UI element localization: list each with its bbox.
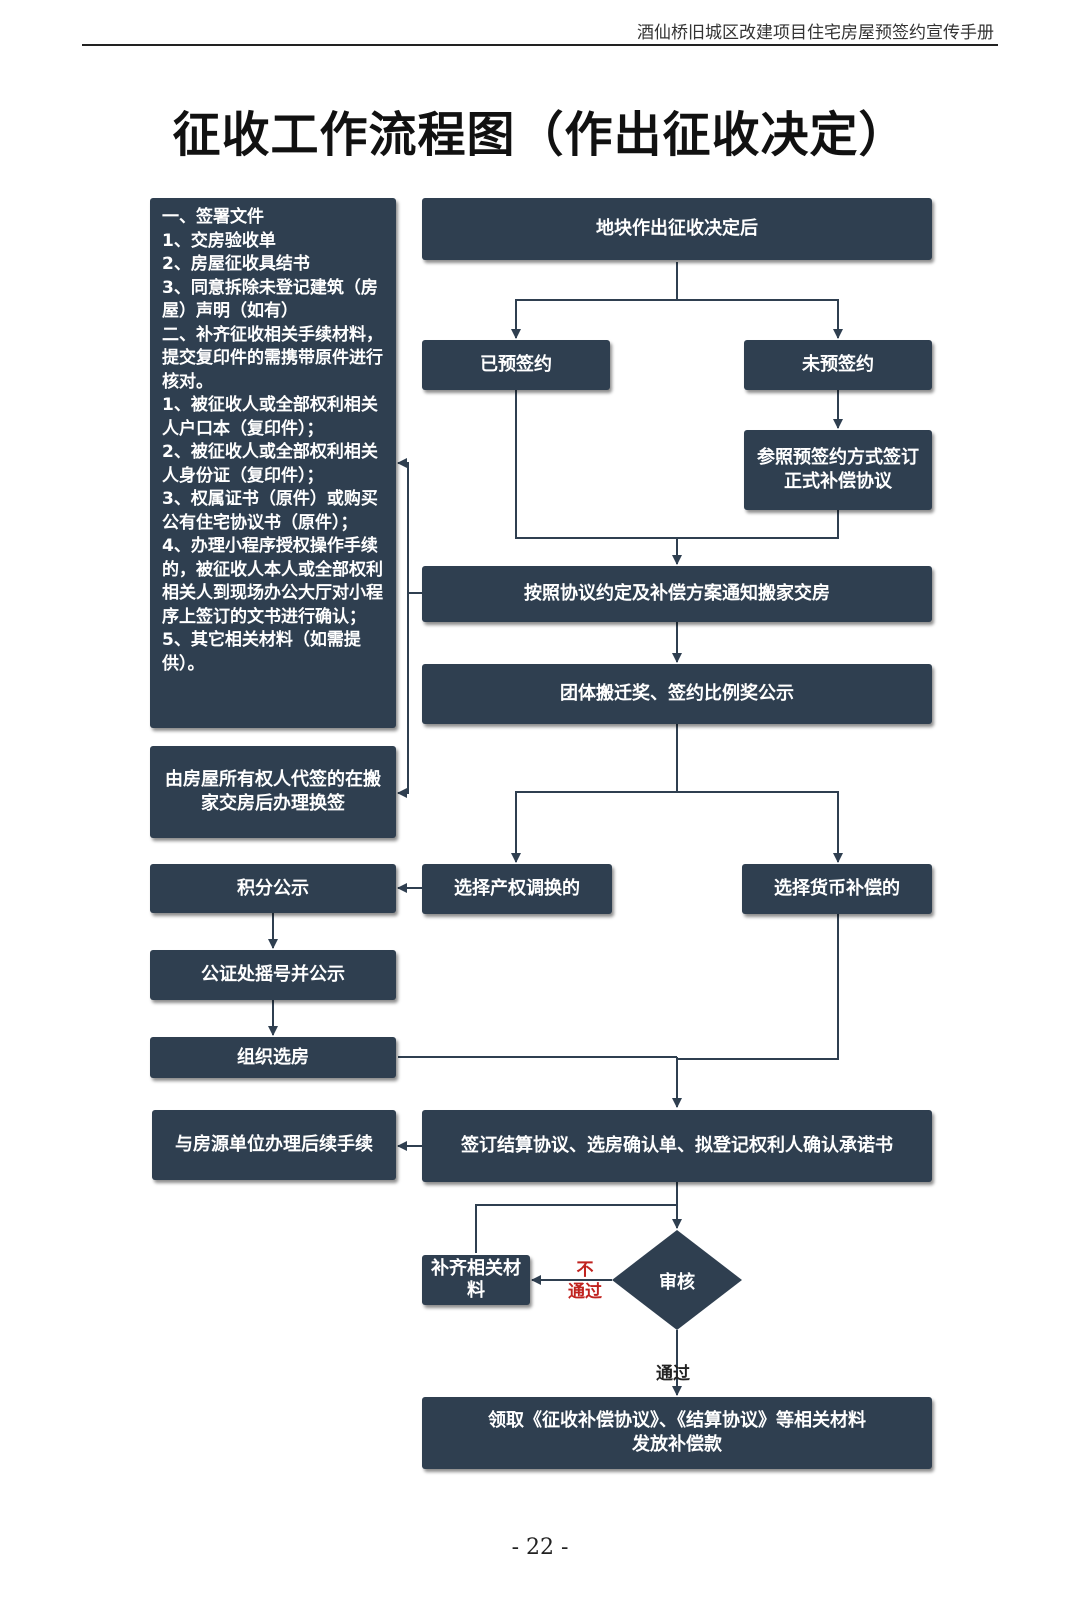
pass-label: 通过 [656,1364,690,1384]
sign-settlement-node: 签订结算协议、选房确认单、拟登记权利人确认承诺书 [422,1110,932,1182]
running-header: 酒仙桥旧城区改建项目住宅房屋预签约宣传手册 [637,23,994,43]
edge-presigned-merge [515,390,677,539]
publicity-node: 团体搬迁奖、签约比例奖公示 [422,664,932,724]
supplement-node: 补齐相关材料 [422,1255,530,1305]
page-title: 征收工作流程图（作出征收决定） [172,107,908,163]
edge-sign-merge [677,510,839,539]
follow-up-node: 与房源单位办理后续手续 [152,1110,396,1180]
edge-start-notpresigned [677,299,843,339]
edge-publicity-property [511,724,678,863]
points-public-node: 积分公示 [150,864,396,913]
presigned-node: 已预签约 [422,340,610,390]
not-presigned-node: 未预签约 [744,340,932,390]
edge-notify-proxy [397,593,409,798]
page-number: - 22 - [511,1535,569,1560]
header-divider [82,44,998,46]
review-label: 审核 [659,1272,695,1293]
choose-money-node: 选择货币补偿的 [742,864,932,914]
choose-property-node: 选择产权调换的 [422,864,612,914]
proxy-sign-note: 由房屋所有权人代签的在搬家交房后办理换签 [150,746,396,838]
not-pass-label: 不 通过 [568,1260,602,1302]
notary-node: 公证处摇号并公示 [150,950,396,1000]
review-diamond [612,1230,742,1330]
edge-publicity-money [677,791,843,863]
notify-move-node: 按照协议约定及补偿方案通知搬家交房 [422,566,932,622]
edge-money-merge [677,914,839,1060]
start-node: 地块作出征收决定后 [422,198,932,260]
sign-formal-node: 参照预签约方式签订正式补偿协议 [744,430,932,510]
edge-notify-doclist [397,458,422,594]
select-house-node: 组织选房 [150,1037,396,1078]
edge-supplement-loop [475,1204,677,1253]
final-node: 领取《征收补偿协议》、《结算协议》等相关材料 发放补偿款 [422,1397,932,1469]
edge-start-presigned [511,262,678,339]
required-documents-list: 一、签署文件 1、交房验收单 2、房屋征收具结书 3、同意拆除未登记建筑（房屋）… [150,198,396,728]
